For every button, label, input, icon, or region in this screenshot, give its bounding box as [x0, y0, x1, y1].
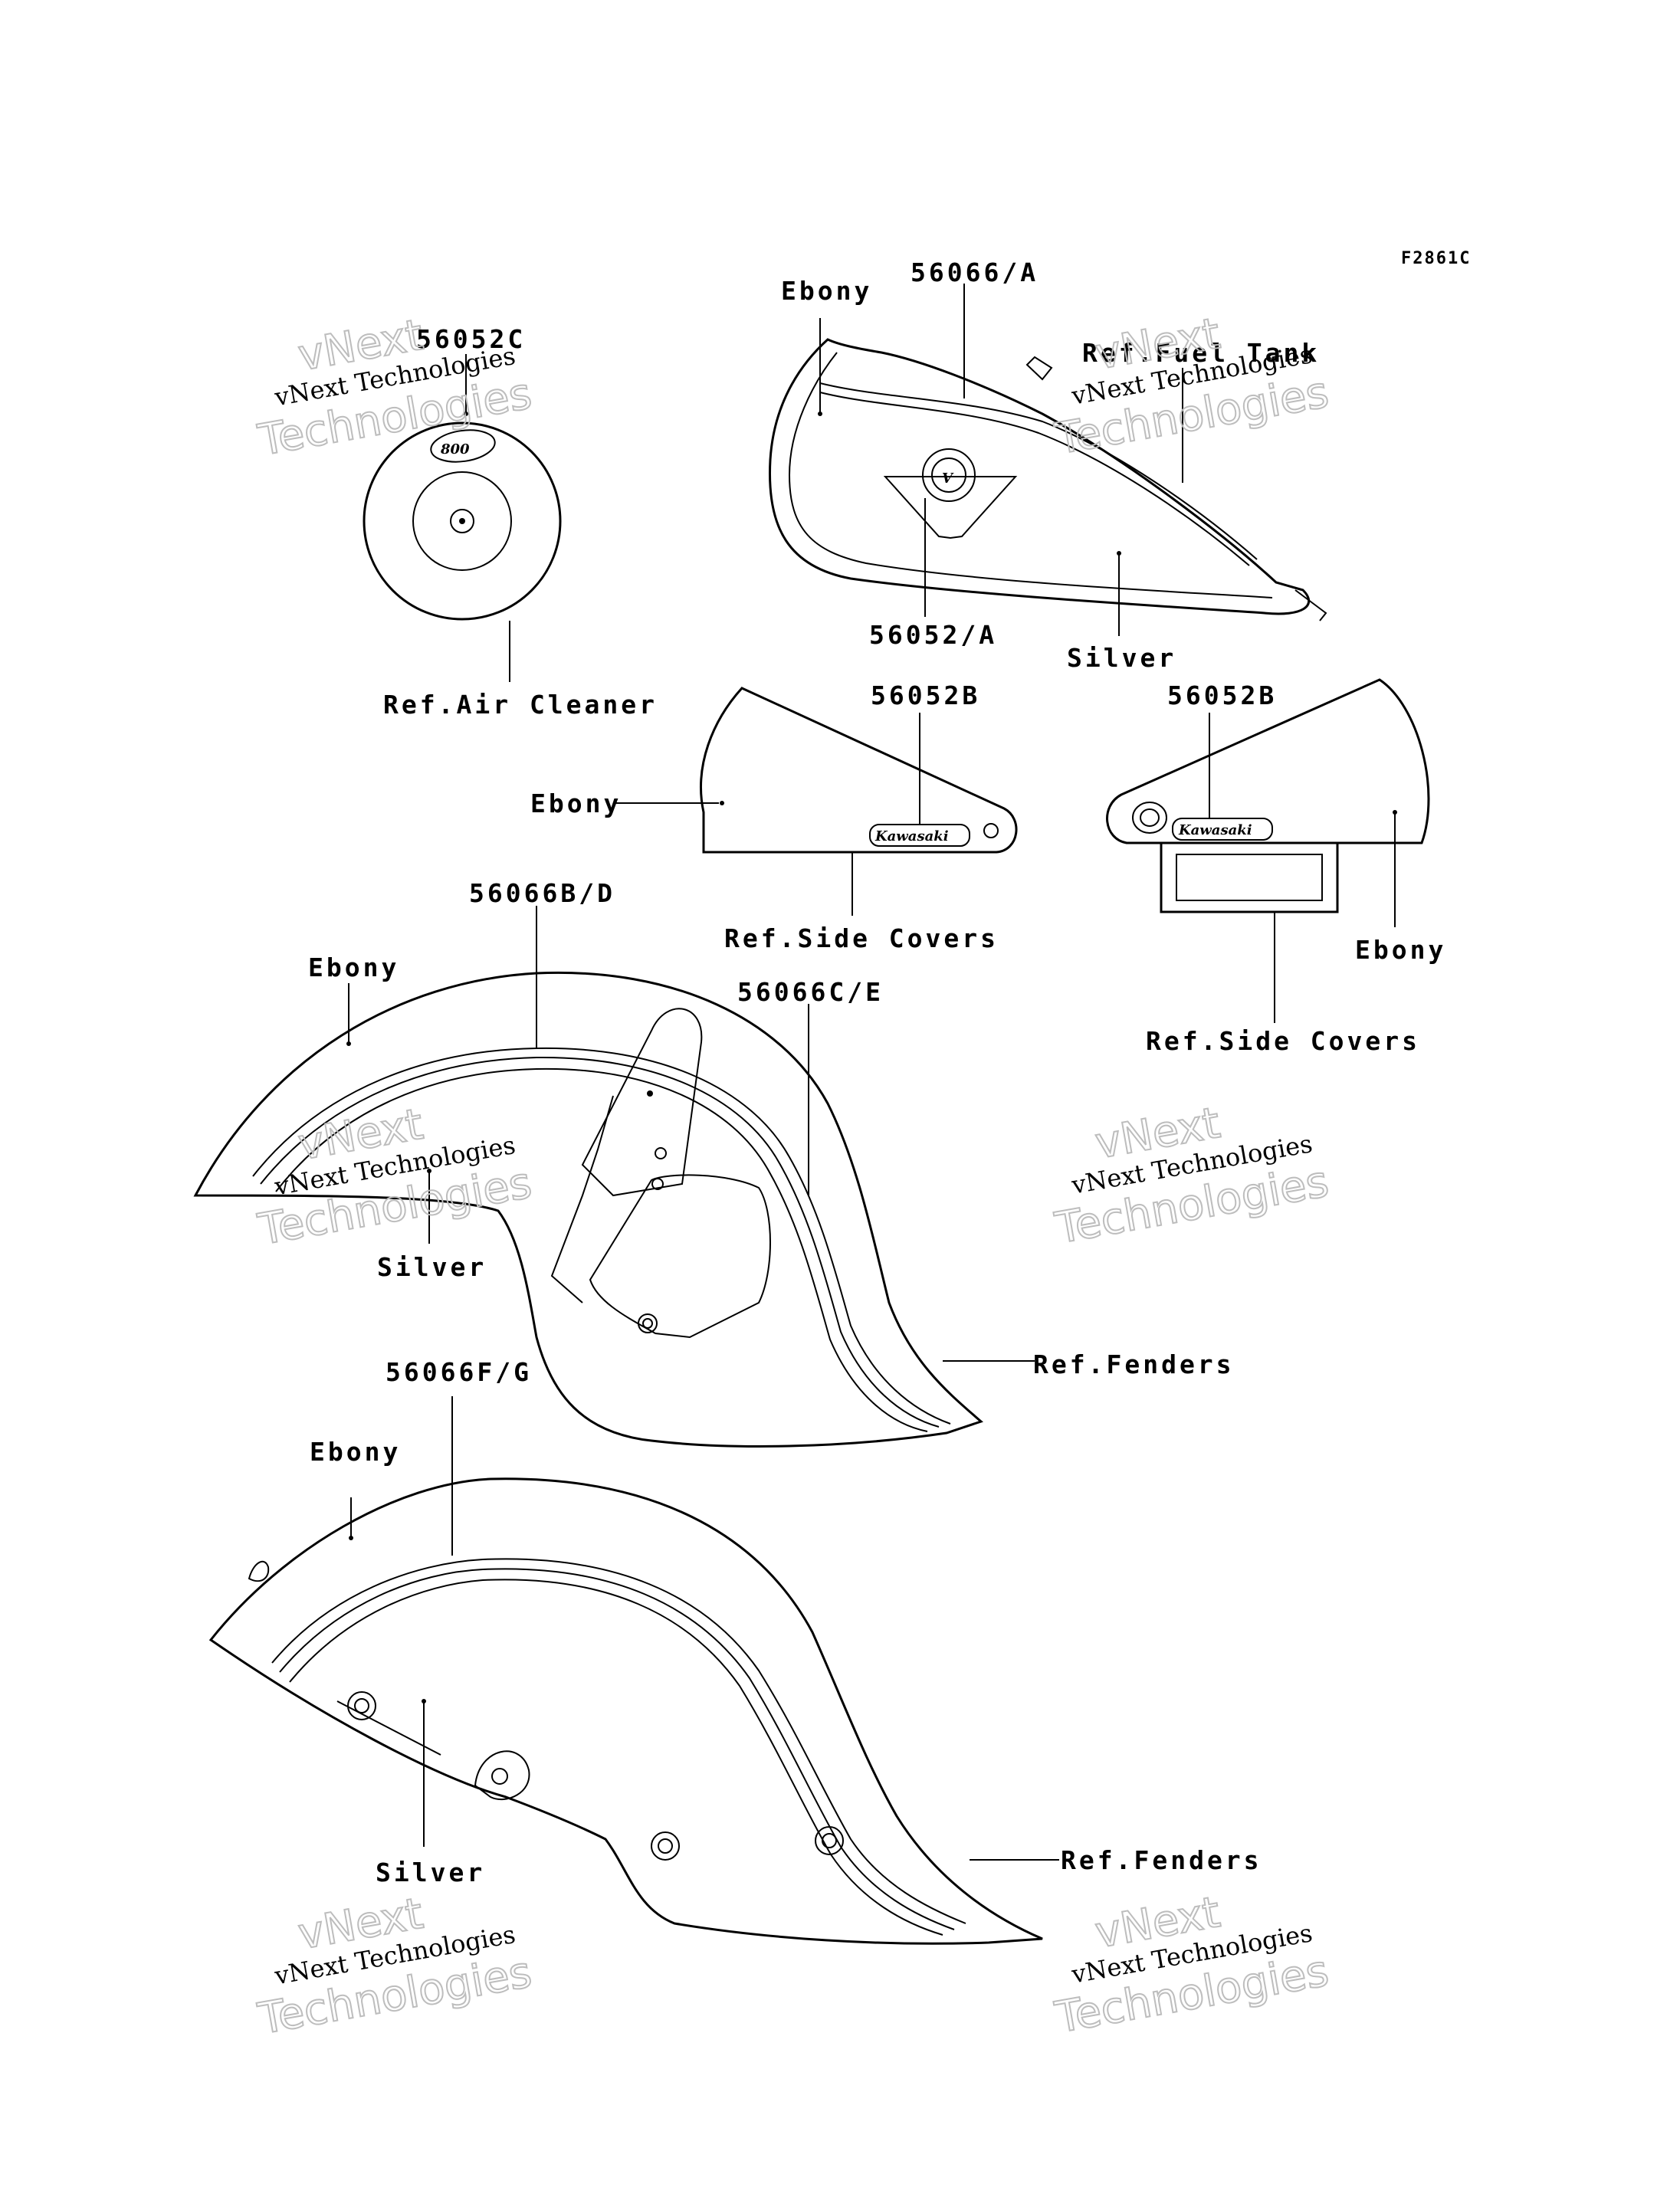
- label-left-cover-ref: Ref.Side Covers: [724, 923, 999, 953]
- label-right-cover-color: Ebony: [1355, 935, 1446, 965]
- label-front-fender-color-top: Ebony: [308, 953, 399, 982]
- label-right-cover-ref: Ref.Side Covers: [1146, 1026, 1420, 1056]
- label-air-cleaner-ref: Ref.Air Cleaner: [383, 690, 658, 720]
- watermark-top-left: vNext vNext Technologies Technologies: [254, 310, 536, 467]
- label-rear-fender-color-bottom: Silver: [376, 1858, 485, 1887]
- figure-code: F2861C: [1401, 249, 1471, 268]
- left-cover-logo: Kawasaki: [874, 828, 949, 844]
- svg-text:V: V: [942, 471, 954, 487]
- right-side-cover: Kawasaki: [1106, 678, 1430, 913]
- rear-fender: [208, 1477, 1043, 1945]
- label-right-cover-part: 56052B: [1167, 680, 1277, 710]
- label-tank-emblem-part: 56052/A: [869, 620, 997, 650]
- label-air-cleaner-part: 56052C: [416, 324, 526, 354]
- label-front-fender-color-bottom: Silver: [377, 1252, 487, 1282]
- watermark-middle-right: vNext vNext Technologies Technologies: [1051, 1097, 1334, 1254]
- watermark-bottom-right: vNext vNext Technologies Technologies: [1051, 1887, 1334, 2044]
- label-front-fender-part: 56066B/D: [469, 878, 615, 908]
- fuel-tank: V: [768, 338, 1327, 621]
- air-cleaner-cover: 800: [363, 421, 562, 621]
- label-tank-color-bottom: Silver: [1067, 643, 1176, 673]
- label-left-cover-part: 56052B: [871, 680, 980, 710]
- label-tank-part-stripe: 56066/A: [911, 257, 1039, 287]
- label-rear-fender-color-top: Ebony: [310, 1437, 401, 1467]
- watermark-middle-left: vNext vNext Technologies Technologies: [254, 1099, 536, 1256]
- left-side-cover: Kawasaki: [700, 687, 1018, 854]
- label-front-fender-part2: 56066C/E: [737, 977, 884, 1007]
- label-rear-fender-part: 56066F/G: [386, 1357, 532, 1387]
- air-cleaner-logo: 800: [440, 441, 470, 457]
- label-rear-fender-ref: Ref.Fenders: [1061, 1845, 1262, 1875]
- label-tank-color-top: Ebony: [781, 276, 872, 306]
- label-left-cover-color: Ebony: [530, 789, 622, 818]
- right-cover-logo: Kawasaki: [1178, 822, 1252, 838]
- label-front-fender-ref: Ref.Fenders: [1033, 1349, 1235, 1379]
- label-tank-ref: Ref.Fuel Tank: [1082, 338, 1320, 368]
- watermark-top-right: vNext vNext Technologies Technologies: [1051, 308, 1334, 465]
- watermark-bottom-left: vNext vNext Technologies Technologies: [254, 1888, 536, 2045]
